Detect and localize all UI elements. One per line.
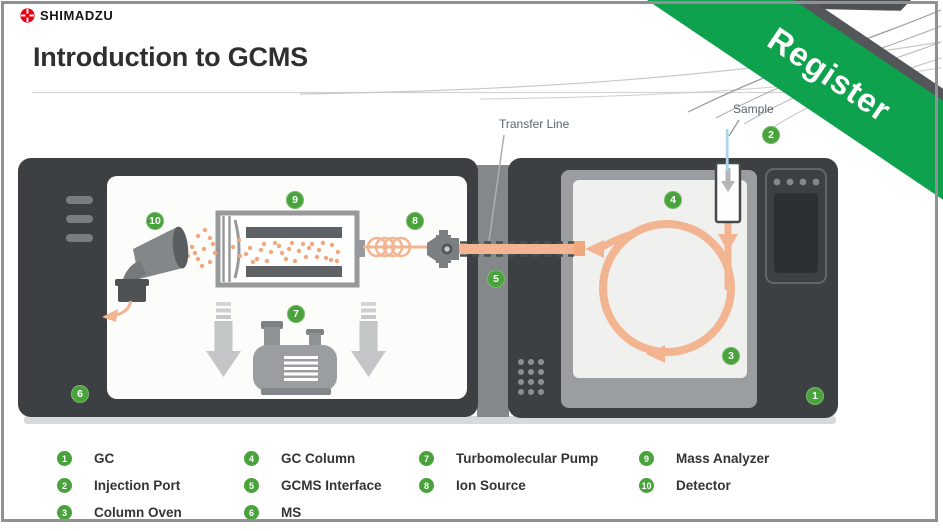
legend-label-detector: Detector [676, 478, 731, 493]
page-title: Introduction to GCMS [33, 42, 308, 72]
legend-num-8: 8 [419, 478, 434, 493]
legend-item-gc-column: 4 GC Column [244, 449, 382, 468]
legend-num-5: 5 [244, 478, 259, 493]
legend-item-injection-port: 2 Injection Port [57, 476, 182, 495]
legend-item-ms: 6 MS [244, 503, 382, 522]
legend-label-gcms-interface: GCMS Interface [281, 478, 382, 493]
callout-4-gc-column: 4 [664, 191, 682, 209]
legend-label-gc-column: GC Column [281, 451, 356, 466]
callout-9-mass-analyzer: 9 [286, 191, 304, 209]
ion-dots-analyzer [230, 237, 341, 265]
transfer-line-pointer [488, 134, 505, 242]
callout-8-ion-source: 8 [406, 212, 424, 230]
ms-vent-slots [66, 196, 93, 242]
gc-vent-dots [518, 359, 544, 395]
legend-num-3: 3 [57, 505, 72, 520]
legend-column-3: 7 Turbomolecular Pump 8 Ion Source [419, 449, 598, 503]
shimadzu-logo-icon [20, 8, 35, 23]
legend-item-column-oven: 3 Column Oven [57, 503, 182, 522]
gcms-interface-band [477, 165, 509, 417]
legend-item-turbo-pump: 7 Turbomolecular Pump [419, 449, 598, 468]
callout-3-column-oven: 3 [722, 347, 740, 365]
legend-item-mass-analyzer: 9 Mass Analyzer [639, 449, 769, 468]
transfer-line-tube [456, 241, 574, 257]
sample-needle-line [725, 129, 729, 171]
legend-item-gc: 1 GC [57, 449, 182, 468]
injection-port-vial [714, 161, 742, 224]
legend-item-gcms-interface: 5 GCMS Interface [244, 476, 382, 495]
legend-column-2: 4 GC Column 5 GCMS Interface 6 MS [244, 449, 382, 530]
legend-item-detector: 10 Detector [639, 476, 769, 495]
sample-label: Sample [733, 102, 774, 116]
callout-1-gc: 1 [806, 387, 824, 405]
ion-source-nozzle [427, 230, 459, 268]
legend-column-4: 9 Mass Analyzer 10 Detector [639, 449, 769, 503]
legend-num-10: 10 [639, 478, 654, 493]
legend-num-9: 9 [639, 451, 654, 466]
detector-horn [102, 226, 189, 322]
callout-2-injection-port: 2 [762, 126, 780, 144]
legend-label-gc: GC [94, 451, 115, 466]
legend-item-ion-source: 8 Ion Source [419, 476, 598, 495]
transfer-line-label: Transfer Line [499, 117, 570, 131]
legend-label-column-oven: Column Oven [94, 505, 182, 520]
sample-pointer-line [728, 119, 740, 137]
turbomolecular-pump [253, 321, 337, 395]
legend-num-7: 7 [419, 451, 434, 466]
legend-label-turbo-pump: Turbomolecular Pump [456, 451, 599, 466]
legend-label-ion-source: Ion Source [456, 478, 526, 493]
mass-analyzer [215, 210, 365, 288]
ion-source-filament [363, 236, 432, 258]
brand-name: SHIMADZU [40, 8, 114, 23]
callout-5-gcms-interface: 5 [487, 270, 505, 288]
vacuum-arrows [206, 302, 386, 377]
legend-num-4: 4 [244, 451, 259, 466]
legend-label-injection-port: Injection Port [94, 478, 181, 493]
callout-10-detector: 10 [146, 212, 164, 230]
legend-label-ms: MS [281, 505, 302, 520]
legend-num-2: 2 [57, 478, 72, 493]
legend-num-6: 6 [244, 505, 259, 520]
callout-7-turbo-pump: 7 [287, 305, 305, 323]
legend-num-1: 1 [57, 451, 72, 466]
legend-label-mass-analyzer: Mass Analyzer [676, 451, 770, 466]
legend-column-1: 1 GC 2 Injection Port 3 Column Oven [57, 449, 182, 530]
callout-6-ms: 6 [71, 385, 89, 403]
shimadzu-logo: SHIMADZU [20, 8, 113, 23]
